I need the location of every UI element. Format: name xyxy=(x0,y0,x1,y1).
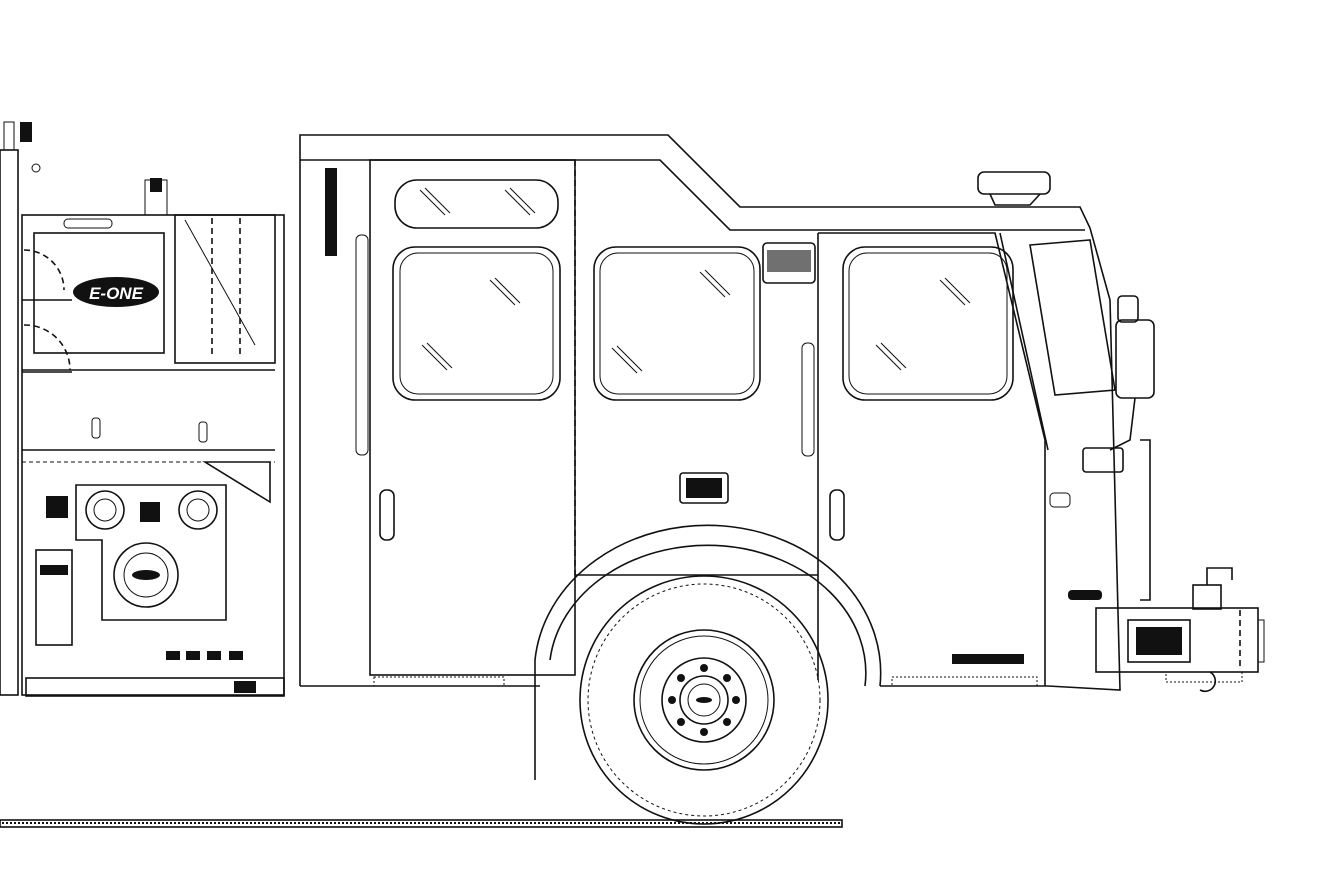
ground-line xyxy=(0,819,843,828)
pump-compartment xyxy=(0,121,285,697)
window-reflections xyxy=(419,187,971,374)
front-wheel xyxy=(534,524,882,825)
svg-text:E-ONE: E-ONE xyxy=(89,284,144,303)
crew-cab xyxy=(299,134,1155,691)
e-one-logo: E-ONE xyxy=(73,277,159,307)
panel-lights xyxy=(166,651,243,660)
front-bumper xyxy=(1095,439,1265,693)
